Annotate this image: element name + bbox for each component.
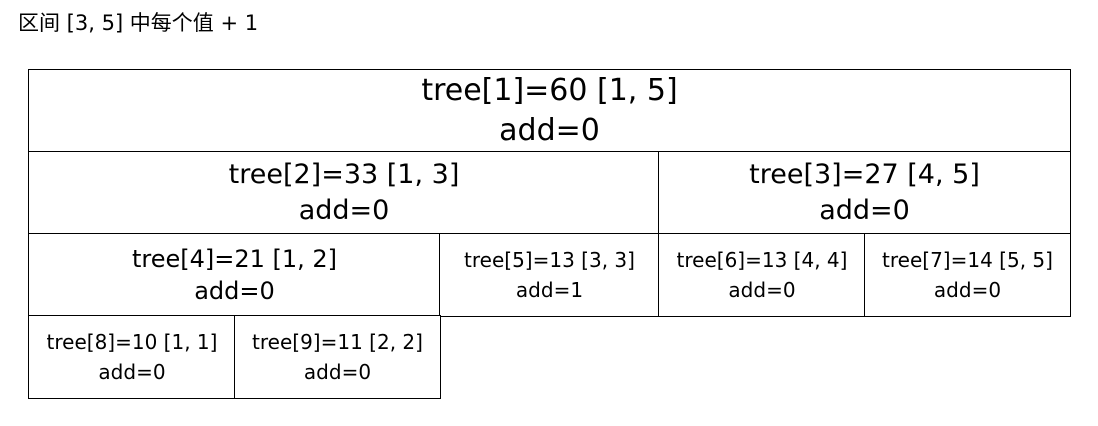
tree-node-2-label: tree[2]=33 [1, 3] bbox=[228, 159, 460, 190]
tree-node-7-add: add=0 bbox=[933, 278, 1002, 302]
tree-node-3-label: tree[3]=27 [4, 5] bbox=[749, 159, 980, 190]
tree-node-7: tree[7]=14 [5, 5] add=0 bbox=[864, 233, 1071, 317]
tree-node-6: tree[6]=13 [4, 4] add=0 bbox=[658, 233, 866, 317]
tree-node-4-add: add=0 bbox=[194, 277, 275, 305]
tree-node-3: tree[3]=27 [4, 5] add=0 bbox=[658, 151, 1071, 235]
tree-node-1: tree[1]=60 [1, 5] add=0 bbox=[28, 69, 1071, 153]
tree-node-2: tree[2]=33 [1, 3] add=0 bbox=[28, 151, 660, 235]
tree-node-5-add: add=1 bbox=[515, 278, 584, 302]
tree-node-3-add: add=0 bbox=[819, 195, 910, 226]
tree-node-9-label: tree[9]=11 [2, 2] bbox=[252, 330, 423, 354]
diagram-caption: 区间 [3, 5] 中每个值 + 1 bbox=[18, 11, 259, 35]
tree-node-8-label: tree[8]=10 [1, 1] bbox=[46, 330, 218, 354]
tree-node-9-add: add=0 bbox=[303, 360, 372, 384]
tree-node-5-label: tree[5]=13 [3, 3] bbox=[464, 248, 635, 272]
tree-node-7-label: tree[7]=14 [5, 5] bbox=[882, 248, 1053, 272]
tree-node-4-label: tree[4]=21 [1, 2] bbox=[131, 245, 338, 273]
tree-node-6-add: add=0 bbox=[728, 278, 796, 302]
tree-node-8-add: add=0 bbox=[98, 360, 166, 384]
tree-node-1-label: tree[1]=60 [1, 5] bbox=[421, 73, 678, 108]
tree-node-4: tree[4]=21 [1, 2] add=0 bbox=[28, 233, 441, 317]
tree-node-6-label: tree[6]=13 [4, 4] bbox=[676, 248, 848, 272]
tree-node-2-add: add=0 bbox=[298, 195, 390, 226]
tree-node-9: tree[9]=11 [2, 2] add=0 bbox=[234, 315, 441, 399]
tree-node-1-add: add=0 bbox=[499, 113, 600, 148]
tree-node-8: tree[8]=10 [1, 1] add=0 bbox=[28, 315, 236, 399]
tree-node-5: tree[5]=13 [3, 3] add=1 bbox=[439, 233, 660, 317]
